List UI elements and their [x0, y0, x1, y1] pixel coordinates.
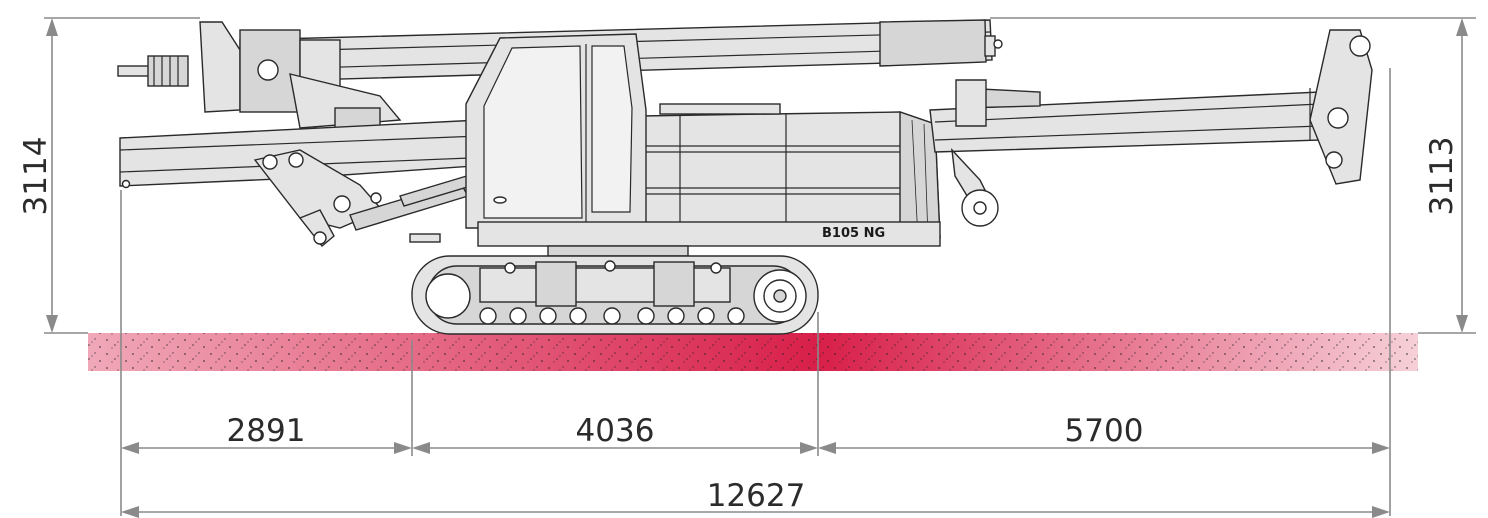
track-length-label: 4036 [576, 413, 655, 449]
dimension-height-right: 3113 [1424, 18, 1468, 333]
extension-lines [44, 17, 1476, 516]
upper-structure [639, 103, 941, 245]
ground-strip [88, 333, 1418, 371]
rotary-head [117, 21, 402, 135]
drilling-rig: B105 NG [117, 19, 1373, 335]
slewing-platform: B105 NG [477, 221, 941, 257]
overall-length-label: 12627 [707, 478, 806, 514]
crawler-track [411, 255, 819, 335]
height-right-label: 3113 [1424, 137, 1460, 216]
dimension-rear-overhang: 2891 [121, 413, 412, 454]
dimension-overall-length: 12627 [121, 478, 1390, 518]
dimension-front-overhang: 5700 [818, 413, 1390, 454]
rear-overhang-label: 2891 [227, 413, 306, 449]
front-overhang-label: 5700 [1065, 413, 1144, 449]
height-left-label: 3114 [18, 137, 54, 216]
dimension-track-length: 4036 [412, 413, 818, 454]
operator-cab [465, 33, 647, 229]
front-boom [929, 79, 1323, 227]
boom-head [1309, 29, 1373, 185]
dimension-height-left: 3114 [18, 18, 58, 333]
model-label: B105 NG [822, 226, 885, 241]
